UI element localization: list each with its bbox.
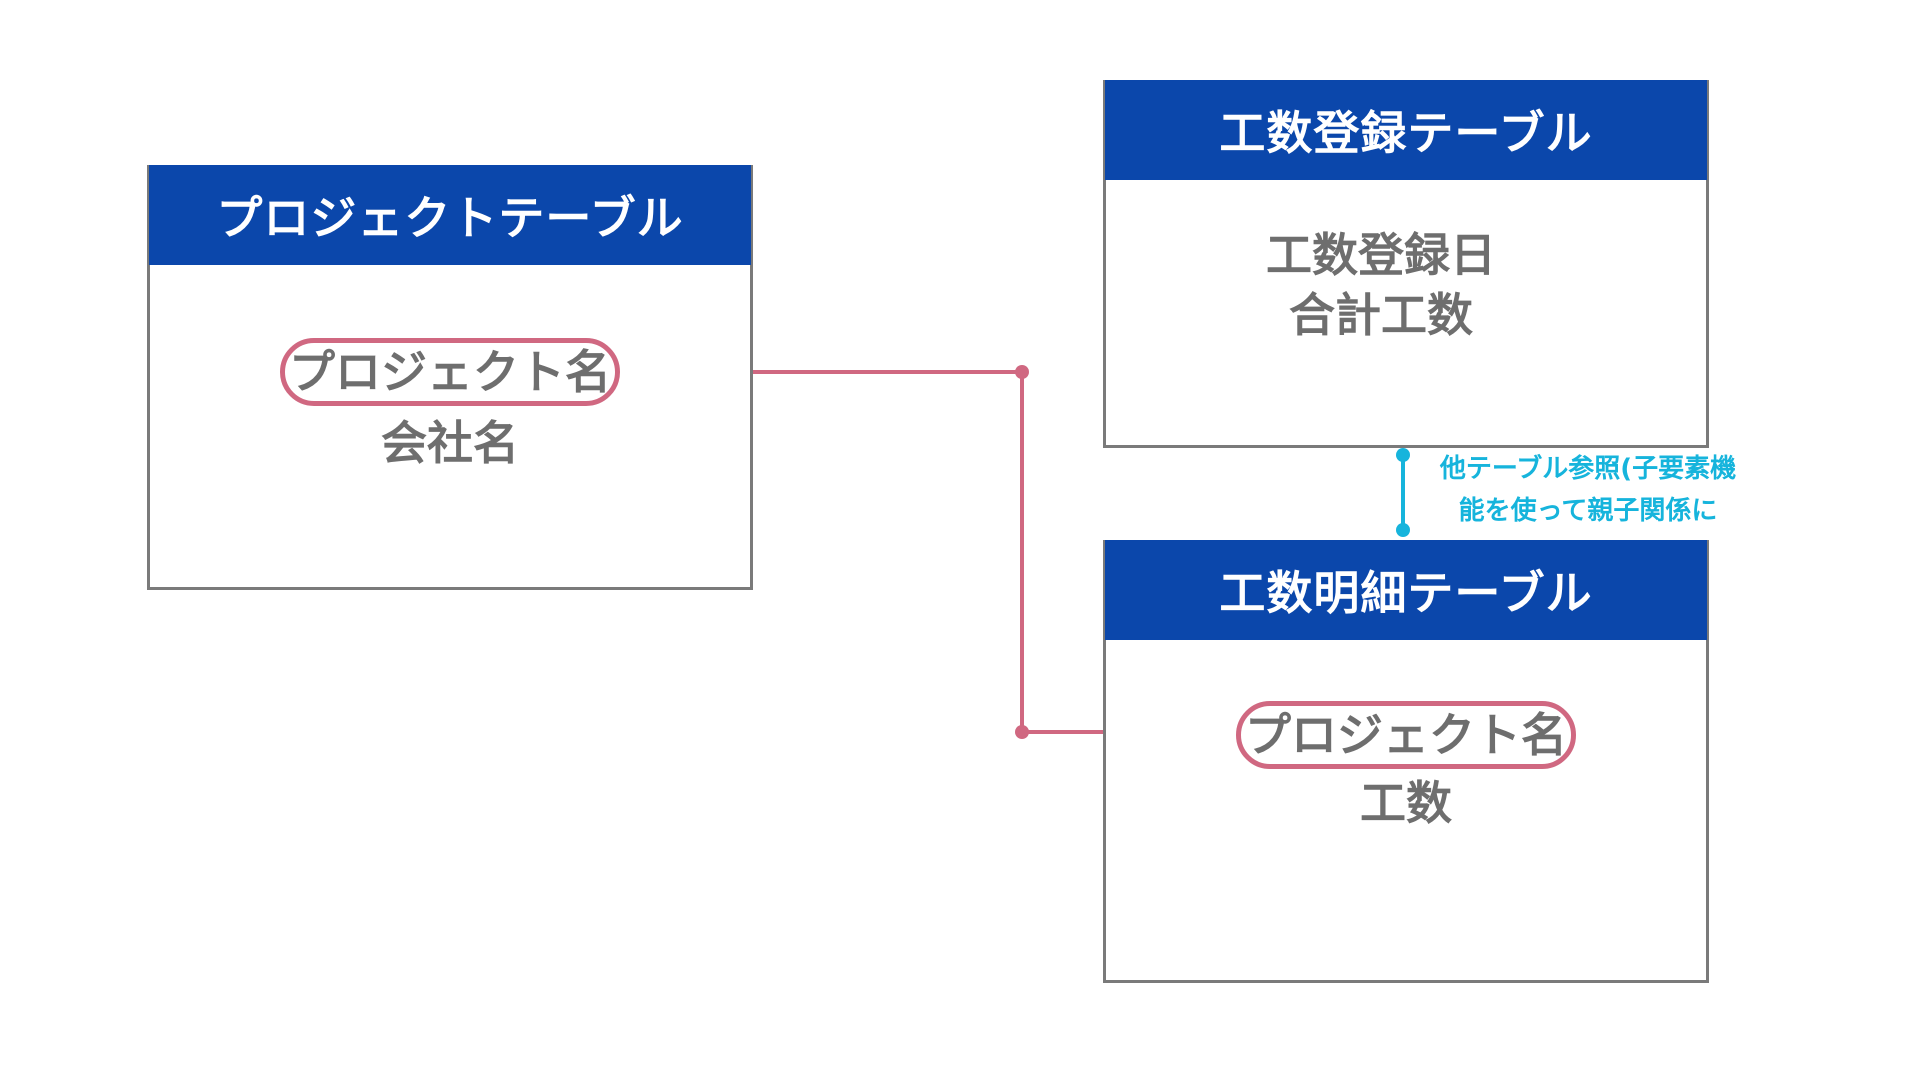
parent-child-endpoint-top xyxy=(1396,448,1410,462)
work-registration-table-header: 工数登録テーブル xyxy=(1105,80,1707,180)
work-detail-project-name-key: プロジェクト名 xyxy=(1236,701,1576,769)
work-detail-table: 工数明細テーブル プロジェクト名 工数 xyxy=(1103,540,1709,983)
link-corner-top xyxy=(1015,365,1029,379)
project-table: プロジェクトテーブル プロジェクト名 会社名 xyxy=(147,165,753,590)
work-detail-field-project-name: プロジェクト名 xyxy=(1106,701,1706,769)
work-detail-table-title: 工数明細テーブル xyxy=(1219,566,1593,620)
project-table-field-project-name: プロジェクト名 xyxy=(150,338,750,406)
parent-child-note-line1: 他テーブル参照(子要素機 xyxy=(1439,454,1737,484)
work-registration-table-title: 工数登録テーブル xyxy=(1219,106,1593,160)
work-detail-field-hours: 工数 xyxy=(1360,776,1452,830)
parent-child-endpoint-bottom xyxy=(1396,523,1410,537)
work-detail-table-header: 工数明細テーブル xyxy=(1105,540,1707,640)
parent-child-note-line2: 能を使って親子関係に xyxy=(1458,496,1718,526)
project-table-header: プロジェクトテーブル xyxy=(149,165,751,265)
project-table-field-company-name: 会社名 xyxy=(381,416,519,470)
project-name-key: プロジェクト名 xyxy=(280,338,620,406)
work-registration-field-date: 工数登録日 xyxy=(1266,228,1496,282)
parent-child-note: 他テーブル参照(子要素機 能を使って親子関係に xyxy=(1418,448,1758,532)
link-corner-bottom xyxy=(1015,725,1029,739)
project-table-title: プロジェクトテーブル xyxy=(216,191,684,245)
work-registration-table: 工数登録テーブル 工数登録日 合計工数 xyxy=(1103,80,1709,448)
work-registration-field-total: 合計工数 xyxy=(1289,288,1473,342)
